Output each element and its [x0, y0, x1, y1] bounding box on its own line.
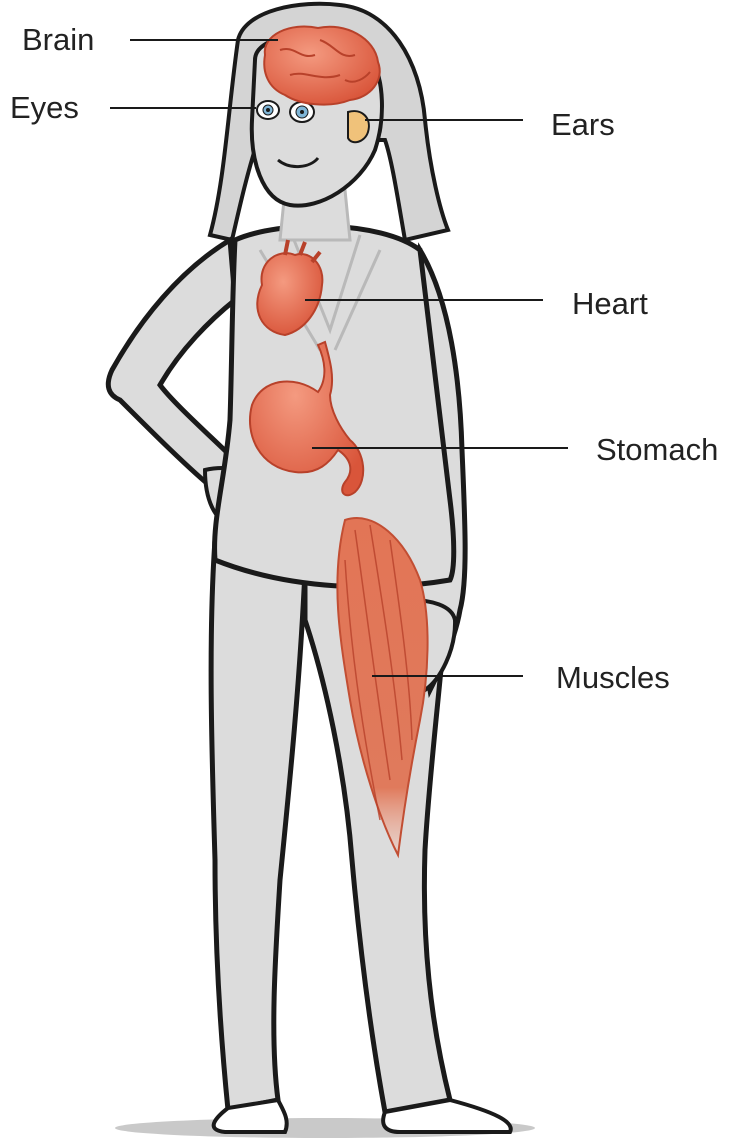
torso: [215, 226, 454, 587]
left-leg: [211, 540, 305, 1110]
eyes-label: Eyes: [10, 92, 79, 123]
stomach-label: Stomach: [596, 434, 718, 465]
ears-label: Ears: [551, 109, 615, 140]
heart-label: Heart: [572, 288, 648, 319]
left-shoe: [214, 1100, 287, 1132]
brain-label: Brain: [22, 24, 94, 55]
muscles-label: Muscles: [556, 662, 670, 693]
ear: [348, 111, 369, 142]
brain-organ: [264, 27, 379, 105]
